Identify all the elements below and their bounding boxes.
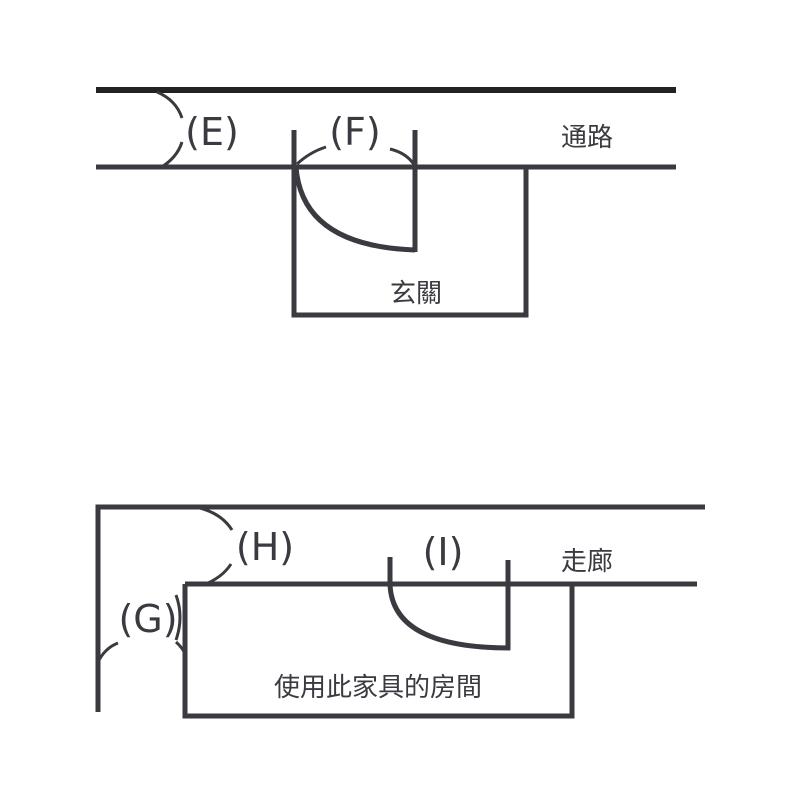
angle-f-arc-right (389, 147, 417, 167)
entrance-label: 玄關 (390, 279, 442, 309)
angle-h-arc-top (199, 506, 234, 531)
corridor-label: 走廊 (561, 547, 613, 577)
angle-g-arc-right (174, 594, 188, 657)
label-h: (H) (236, 525, 294, 569)
passage-label: 通路 (561, 123, 613, 153)
angle-g-arc-left (96, 641, 119, 663)
angle-f-arc-left (295, 145, 327, 166)
label-i: (I) (423, 530, 464, 574)
angle-e-arc-top (156, 90, 184, 119)
door-f-swing-arc (293, 166, 416, 253)
label-e: (E) (185, 110, 239, 154)
top-diagram: (E) (F) 通路 玄關 (96, 87, 676, 318)
angle-e-arc-bottom (159, 141, 184, 170)
bottom-diagram: (H) (I) (G) 走廊 使用此家具的房間 (95, 504, 705, 719)
corridor-outer-walls (95, 504, 705, 712)
label-f: (F) (329, 110, 381, 154)
door-i-swing-arc (387, 583, 511, 651)
angle-h-arc-bottom (202, 563, 233, 587)
label-g: (G) (118, 597, 177, 641)
room-walls (182, 584, 575, 719)
room-label: 使用此家具的房間 (274, 673, 482, 703)
entrance-walls (291, 130, 529, 318)
